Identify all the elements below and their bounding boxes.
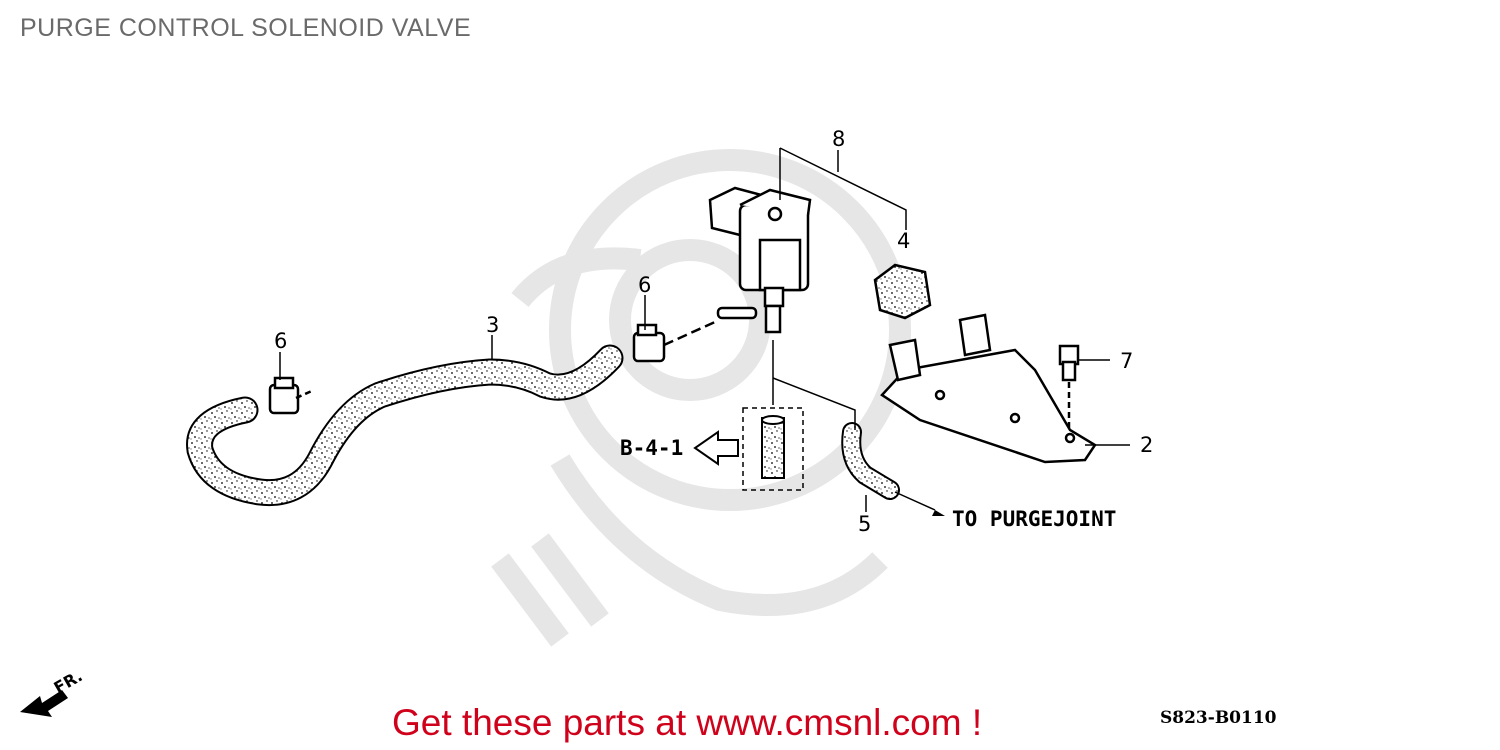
bolt-part-7	[1058, 344, 1080, 430]
front-arrow-icon: FR.	[20, 666, 86, 717]
callout-6-left: 6	[274, 329, 287, 353]
callout-8: 8	[832, 127, 845, 151]
rubber-mount-part-4	[873, 263, 932, 320]
front-label: FR.	[51, 666, 86, 697]
clip-part-6-left	[268, 376, 315, 415]
page-title: PURGE CONTROL SOLENOID VALVE	[20, 14, 472, 42]
hose-part-5	[841, 422, 900, 500]
reference-arrow-icon	[693, 430, 739, 466]
ad-link[interactable]: Get these parts at www.cmsnl.com !	[392, 702, 983, 743]
reference-box	[742, 407, 804, 491]
leader-lines	[279, 147, 1130, 512]
callout-2: 2	[1140, 433, 1153, 457]
diagram-code: S823-B0110	[1160, 708, 1277, 728]
clip-part-6-upper	[632, 320, 716, 363]
callout-6-upper: 6	[638, 273, 651, 297]
bracket-part-2	[880, 313, 1097, 464]
reference-label: B-4-1	[620, 436, 683, 460]
callout-7: 7	[1120, 349, 1133, 373]
purge-joint-label: TO PURGEJOINT	[952, 507, 1116, 531]
watermark-logo	[491, 149, 911, 647]
callout-3: 3	[486, 313, 499, 337]
callout-4: 4	[897, 229, 910, 253]
purge-arrow-icon	[932, 510, 945, 516]
hose-part-3	[186, 344, 624, 507]
callout-5: 5	[858, 512, 871, 536]
purge-solenoid-valve	[708, 186, 812, 334]
